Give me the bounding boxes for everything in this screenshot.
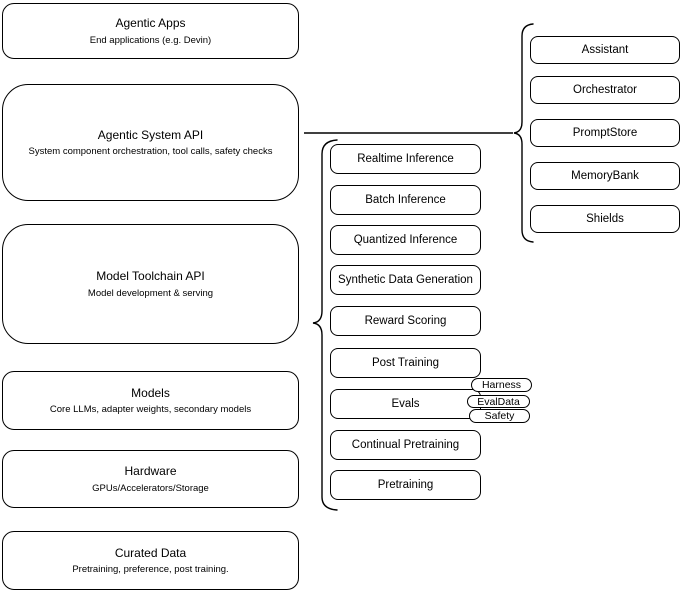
toolchain-item-label: Synthetic Data Generation (338, 274, 473, 286)
toolchain-item-label: Post Training (371, 357, 440, 369)
box-title: Agentic System API (97, 127, 204, 142)
evals-tag-safety: Safety (469, 409, 530, 423)
toolchain-item-continual-pretraining: Continual Pretraining (330, 430, 481, 460)
box-subtitle: End applications (e.g. Devin) (89, 34, 212, 46)
system-component-label: PromptStore (572, 127, 638, 139)
box-agentic-system-api: Agentic System API System component orch… (2, 84, 299, 201)
box-subtitle: Core LLMs, adapter weights, secondary mo… (49, 404, 252, 415)
toolchain-item-label: Quantized Inference (353, 234, 458, 246)
evals-tag-evaldata: EvalData (467, 395, 530, 408)
system-component-label: Assistant (581, 44, 629, 56)
toolchain-item-label: Evals (391, 398, 420, 410)
toolchain-item-label: Continual Pretraining (351, 439, 460, 451)
toolchain-item-label: Batch Inference (365, 194, 446, 206)
evals-tag-label: EvalData (477, 395, 520, 408)
box-agentic-apps: Agentic Apps End applications (e.g. Devi… (2, 3, 299, 59)
toolchain-brace (312, 139, 338, 511)
toolchain-item-evals: Evals (330, 389, 481, 419)
toolchain-item-label: Realtime Inference (357, 153, 454, 165)
box-models: Models Core LLMs, adapter weights, secon… (2, 371, 299, 430)
box-subtitle: System component orchestration, tool cal… (28, 146, 273, 157)
box-hardware: Hardware GPUs/Accelerators/Storage (2, 450, 299, 508)
toolchain-item-realtime-inference: Realtime Inference (330, 144, 481, 174)
box-title: Models (131, 385, 170, 400)
toolchain-item-batch-inference: Batch Inference (330, 185, 481, 215)
toolchain-item-post-training: Post Training (330, 348, 481, 378)
box-title: Curated Data (114, 545, 187, 560)
box-subtitle: Model development & serving (87, 287, 214, 299)
toolchain-item-synthetic-data-generation: Synthetic Data Generation (330, 265, 481, 295)
system-component-promptstore: PromptStore (530, 119, 680, 147)
box-title: Hardware (124, 464, 177, 479)
system-component-orchestrator: Orchestrator (530, 76, 680, 104)
system-component-label: Orchestrator (573, 84, 637, 96)
evals-tag-label: Harness (481, 379, 522, 391)
box-title: Model Toolchain API (96, 269, 205, 284)
system-component-memorybank: MemoryBank (530, 162, 680, 190)
box-subtitle: Pretraining, preference, post training. (72, 564, 229, 575)
box-model-toolchain-api: Model Toolchain API Model development & … (2, 224, 299, 344)
system-component-label: Shields (586, 213, 624, 225)
toolchain-item-label: Reward Scoring (364, 315, 447, 327)
system-components-brace (513, 23, 534, 243)
toolchain-item-pretraining: Pretraining (330, 470, 481, 500)
evals-tag-label: Safety (484, 410, 515, 422)
toolchain-item-reward-scoring: Reward Scoring (330, 306, 481, 336)
box-title: Agentic Apps (115, 16, 186, 31)
toolchain-item-label: Pretraining (377, 479, 434, 491)
evals-tag-harness: Harness (471, 378, 532, 392)
box-subtitle: GPUs/Accelerators/Storage (92, 482, 209, 494)
system-component-shields: Shields (530, 205, 680, 233)
box-curated-data: Curated Data Pretraining, preference, po… (2, 531, 299, 590)
system-component-assistant: Assistant (530, 36, 680, 64)
system-component-label: MemoryBank (571, 170, 639, 182)
toolchain-item-quantized-inference: Quantized Inference (330, 225, 481, 255)
